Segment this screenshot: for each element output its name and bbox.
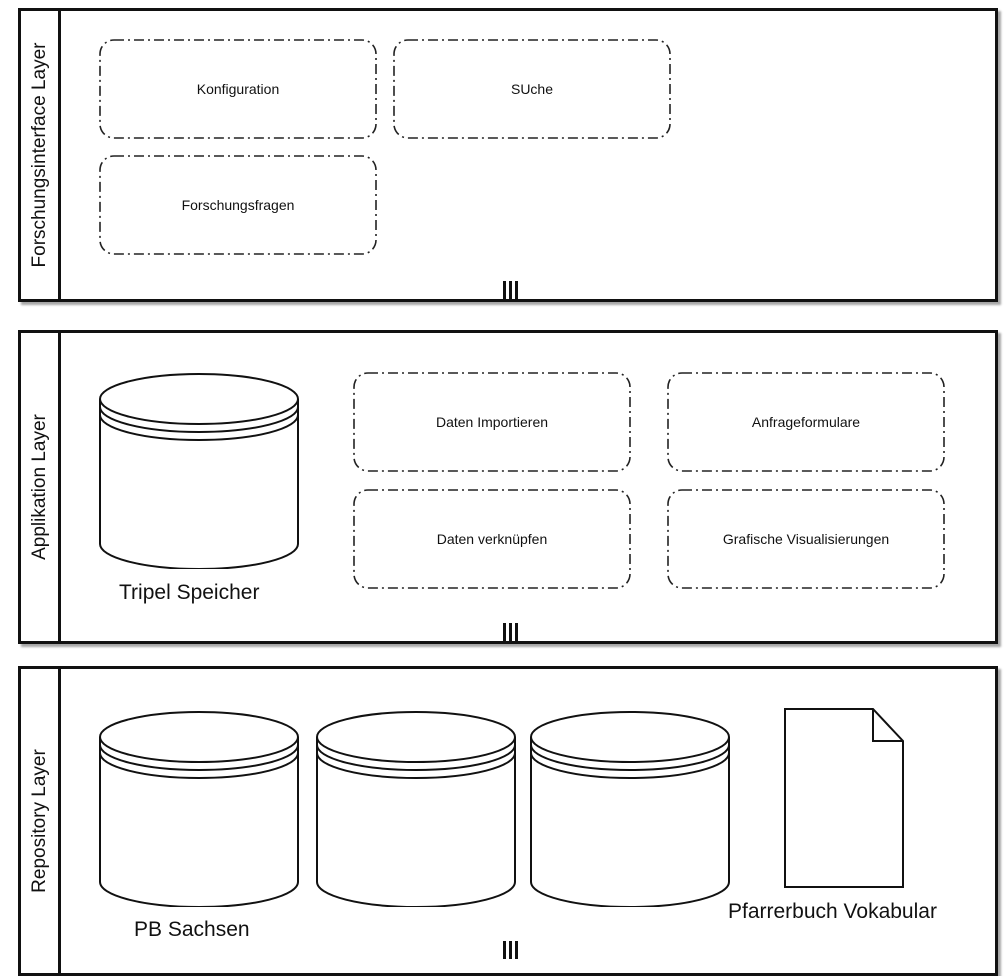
connector-icon [503, 623, 519, 641]
box-label: Grafische Visualisierungen [722, 531, 890, 547]
connector-icon [503, 941, 519, 959]
box-label: Forschungsfragen [181, 197, 295, 213]
box-konfiguration: Konfiguration [99, 39, 377, 139]
box-forschungsfragen: Forschungsfragen [99, 155, 377, 255]
layer-applikation: Applikation Layer Tripel Speicher Daten … [18, 330, 998, 644]
box-label: Anfrageformulare [751, 414, 861, 430]
connector-icon [503, 281, 519, 299]
layer-title-strip: Repository Layer [21, 669, 61, 973]
database-icon [316, 711, 516, 907]
database-icon [530, 711, 730, 907]
box-label: SUche [510, 81, 554, 97]
database-icon [99, 711, 299, 907]
database-icon [99, 373, 299, 569]
pb-sachsen-label: PB Sachsen [134, 918, 250, 941]
box-daten-verknuepfen: Daten verknüpfen [353, 489, 631, 589]
box-suche: SUche [393, 39, 671, 139]
layer-title-strip: Applikation Layer [21, 333, 61, 641]
tripel-speicher-label: Tripel Speicher [119, 581, 260, 604]
box-label: Daten verknüpfen [436, 531, 548, 547]
layer-title: Repository Layer [28, 749, 50, 893]
box-daten-importieren: Daten Importieren [353, 372, 631, 472]
layer-title-strip: Forschungsinterface Layer [21, 11, 61, 299]
box-anfrageformulare: Anfrageformulare [667, 372, 945, 472]
layer-title: Forschungsinterface Layer [28, 42, 50, 268]
document-icon [784, 708, 904, 888]
box-grafische-visualisierungen: Grafische Visualisierungen [667, 489, 945, 589]
box-label: Daten Importieren [435, 414, 549, 430]
layer-repository: Repository Layer PB Sachsen Pfarrerbuch … [18, 666, 998, 976]
pfarrerbuch-vokabular-label: Pfarrerbuch Vokabular [728, 900, 937, 923]
layer-title: Applikation Layer [28, 414, 50, 560]
box-label: Konfiguration [196, 81, 280, 97]
layer-forschungsinterface: Forschungsinterface Layer Konfiguration … [18, 8, 998, 302]
